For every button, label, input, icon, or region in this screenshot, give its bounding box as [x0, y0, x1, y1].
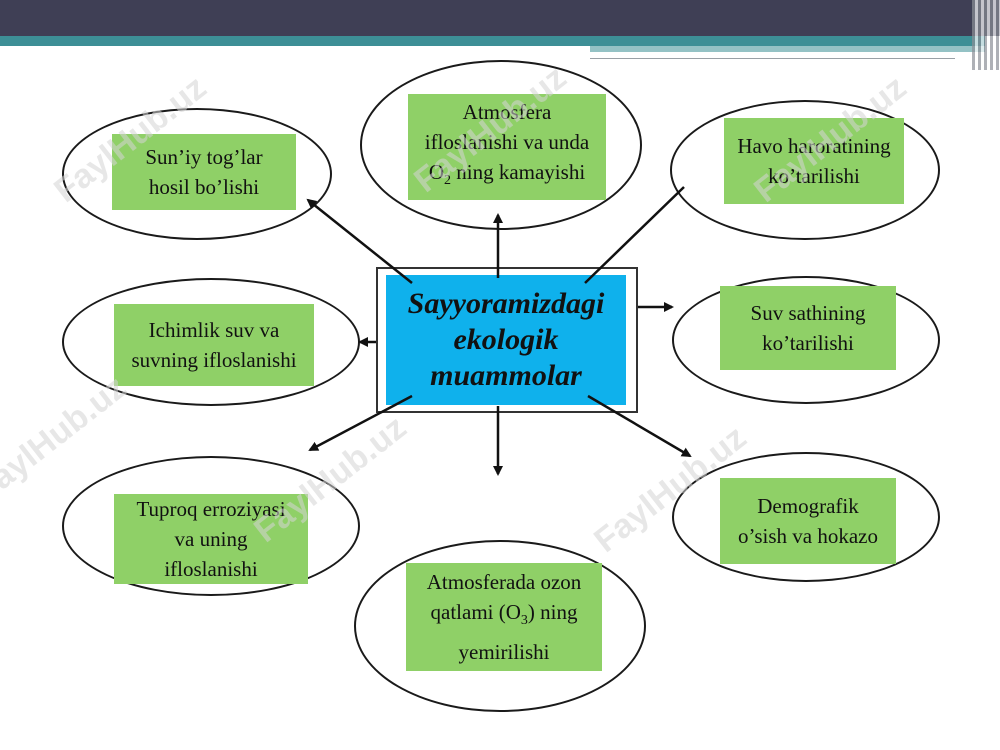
node-soil-erosion: Tuproq erroziyasi va uning ifloslanishi [114, 494, 308, 584]
slide-header-bar [0, 0, 1000, 36]
atmosphere-o2-line: O2 ning kamayishi [428, 160, 586, 189]
node-ozone: Atmosferada ozon qatlami (O3) ning yemir… [406, 563, 602, 671]
arrow-to-demographic [587, 394, 692, 458]
ozone-line-2: qatlami (O3) ning [430, 600, 578, 629]
ozone-line-3: yemirilishi [458, 639, 550, 664]
node-demographic: Demografik o’sish va hokazo [720, 478, 896, 564]
node-drinking-water: Ichimlik suv va suvning ifloslanishi [114, 304, 314, 386]
center-topic: Sayyoramizdagi ekologik muammolar [386, 275, 626, 405]
arrow-to-artificial-mountains [306, 198, 413, 284]
atmosphere-pollution-text: Atmosfera ifloslanishi va unda [424, 100, 590, 155]
ozone-line-1: Atmosferada ozon [426, 570, 582, 595]
node-water-level: Suv sathining ko’tarilishi [720, 286, 896, 370]
slide-corner-stripes [972, 0, 1000, 70]
slide-accent-bar [0, 36, 985, 46]
arrow-to-soil-erosion [308, 394, 413, 452]
slide-header-rule [590, 58, 955, 59]
node-temperature-rise: Havo haroratining ko’tarilishi [724, 118, 904, 204]
node-artificial-mountains: Sun’iy tog’lar hosil bo’lishi [112, 134, 296, 210]
line-to-temperature-rise [584, 186, 685, 284]
slide-accent-bar-secondary [590, 46, 985, 52]
node-atmosphere-pollution: Atmosfera ifloslanishi va unda O2 ning k… [408, 94, 606, 200]
